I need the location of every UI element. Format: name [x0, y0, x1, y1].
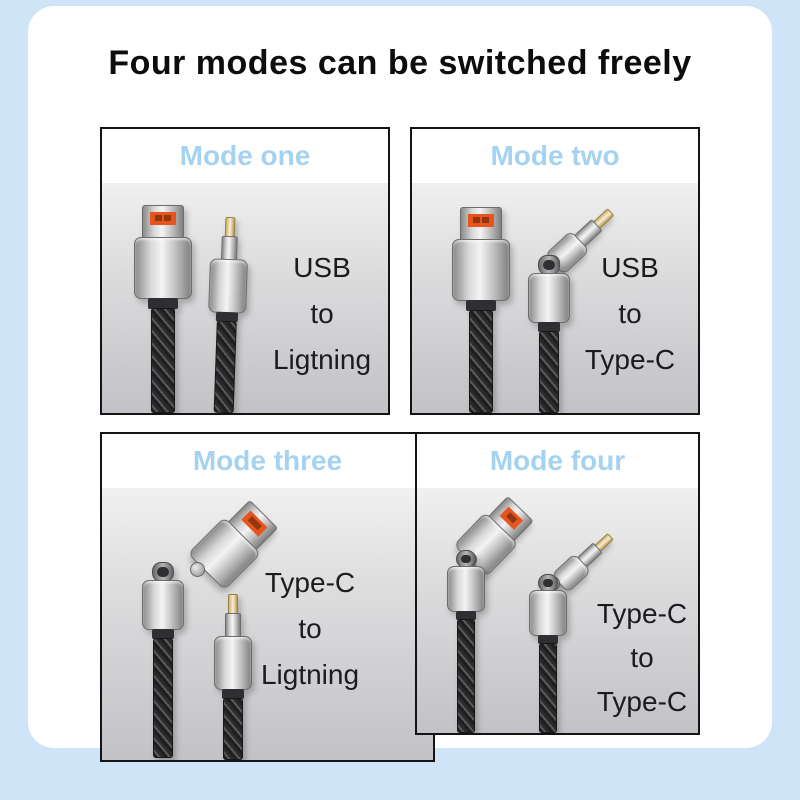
usb-c-connector-icon — [447, 550, 485, 733]
mode-one-body: USB to Ligtning — [102, 183, 388, 413]
mode-two-panel: Mode two USB to — [410, 127, 700, 415]
page-title: Four modes can be switched freely — [108, 44, 692, 82]
cable-braid — [213, 320, 237, 413]
plug-body — [452, 239, 510, 301]
mode-three-body: Type-C to Ligtning — [102, 488, 433, 760]
mode-three-from: Type-C — [264, 567, 356, 598]
cable-collar — [538, 322, 560, 332]
usb-a-connector-icon — [134, 205, 192, 413]
plug-tip — [460, 207, 502, 240]
usb-a-tab — [150, 212, 176, 225]
mode-three-title: Mode three — [102, 434, 433, 488]
usb-c-tip — [152, 562, 174, 582]
mode-three-panel: Mode three Type-C t — [100, 432, 435, 762]
usb-c-tip — [538, 255, 560, 275]
mode-one-description: USB to Ligtning — [262, 245, 382, 383]
cable-braid — [539, 643, 557, 733]
usb-a-tab — [468, 214, 494, 227]
lightning-pin — [228, 594, 238, 614]
mode-two-title: Mode two — [412, 129, 698, 183]
plug-body — [447, 566, 485, 612]
plug-body — [529, 590, 567, 636]
plug-body — [208, 258, 248, 314]
mode-one-title: Mode one — [102, 129, 388, 183]
mode-one-panel: Mode one USB to Ligtning — [100, 127, 390, 415]
mode-two-body: USB to Type-C — [412, 183, 698, 413]
plug-tip — [142, 205, 184, 238]
plug-body — [528, 273, 570, 323]
plug-body — [142, 580, 184, 630]
cable-braid — [539, 331, 559, 413]
cable-collar — [222, 689, 244, 699]
lightning-connector-icon — [205, 216, 250, 413]
lightning-pin — [224, 216, 236, 238]
cable-collar — [148, 298, 178, 309]
mode-two-mid: to — [618, 298, 642, 329]
mode-four-panel: Mode four — [415, 432, 700, 735]
mode-three-to: Ligtning — [260, 659, 360, 690]
cable-collar — [538, 635, 558, 644]
plug-body — [134, 237, 192, 299]
usb-c-connector-icon — [142, 562, 184, 760]
mode-four-mid: to — [630, 642, 654, 673]
cable-collar — [456, 611, 476, 620]
mode-four-from: Type-C — [596, 598, 688, 629]
mode-one-to: Ligtning — [272, 344, 372, 375]
usb-a-tab — [241, 510, 268, 537]
usb-c-tip — [456, 550, 476, 568]
mode-four-body: Type-C to Type-C — [417, 488, 698, 733]
cable-braid — [151, 308, 175, 413]
cable-braid — [153, 638, 173, 758]
usb-a-tab — [499, 506, 524, 530]
mode-one-from: USB — [293, 252, 351, 283]
mode-three-mid: to — [298, 613, 322, 644]
mode-four-title: Mode four — [417, 434, 698, 488]
lightning-shaft — [220, 235, 238, 261]
usb-c-connector-icon — [529, 574, 567, 733]
mode-two-from: USB — [601, 252, 659, 283]
cable-braid — [457, 619, 475, 733]
hinge-icon — [190, 562, 205, 577]
usb-a-connector-icon — [452, 207, 510, 413]
lightning-connector-icon — [214, 594, 252, 760]
mode-one-mid: to — [310, 298, 334, 329]
mode-three-description: Type-C to Ligtning — [250, 560, 370, 698]
mode-four-to: Type-C — [596, 686, 688, 717]
mode-four-description: Type-C to Type-C — [582, 592, 698, 724]
cable-braid — [223, 698, 243, 760]
cable-collar — [466, 300, 496, 311]
lightning-shaft — [225, 613, 241, 637]
mode-two-description: USB to Type-C — [570, 245, 690, 383]
mode-two-to: Type-C — [584, 344, 676, 375]
plug-body — [214, 636, 252, 690]
usb-c-connector-icon — [528, 255, 570, 413]
cable-braid — [469, 310, 493, 413]
cable-collar — [152, 629, 174, 639]
